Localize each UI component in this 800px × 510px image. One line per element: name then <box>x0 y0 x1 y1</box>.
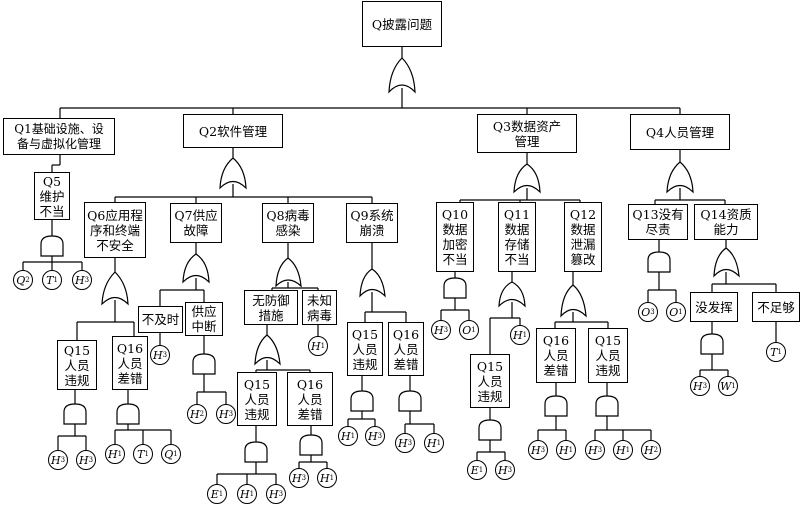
insufficient-box: 不足够 <box>752 292 800 322</box>
untimely-box: 不及时 <box>138 306 183 333</box>
q9-box: Q9系统 崩溃 <box>346 203 398 243</box>
q14-box: Q14资质 能力 <box>694 204 758 240</box>
q6-box: Q6应用程 序和终端 不安全 <box>84 202 146 258</box>
q2-box: Q2软件管理 <box>183 114 283 148</box>
q4-box: Q4人员管理 <box>630 114 730 150</box>
q3-box: Q3数据资产 管理 <box>477 114 577 153</box>
q5-box: Q5 维护 不当 <box>34 172 70 220</box>
q15-violation-box: Q15 人员 违规 <box>347 322 383 376</box>
q15-violation-box: Q15 人员 违规 <box>57 340 97 390</box>
q7-box: Q7供应 故障 <box>170 203 222 243</box>
not-exerted-box: 没发挥 <box>690 292 738 322</box>
q10-box: Q10 数据 加密 不当 <box>436 202 474 272</box>
supply-interruption-box: 供应 中断 <box>185 302 223 336</box>
q16-error-box: Q16 人员 差错 <box>536 328 576 383</box>
top-event-box: Q披露问题 <box>362 1 442 47</box>
q15-violation-box: Q15 人员 违规 <box>237 372 277 426</box>
q1-box: Q1基础设施、设 备与虚拟化管理 <box>3 118 115 155</box>
q8-box: Q8病毒 感染 <box>262 203 314 243</box>
q16-error-box: Q16 人员 差错 <box>287 372 333 426</box>
q16-error-box: Q16 人员 差错 <box>112 336 148 390</box>
no-defense-box: 无防御 措施 <box>244 290 298 325</box>
q15-violation-box: Q15 人员 违规 <box>588 328 628 383</box>
q15-violation-box: Q15 人员 违规 <box>470 354 510 408</box>
q12-box: Q12 数据 泄漏 篡改 <box>564 202 602 272</box>
q16-error-box: Q16 人员 差错 <box>388 322 424 376</box>
q13-box: Q13没有 尽责 <box>628 204 688 240</box>
q11-box: Q11 数据 存储 不当 <box>498 202 536 272</box>
unknown-virus-box: 未知 病毒 <box>302 290 337 325</box>
